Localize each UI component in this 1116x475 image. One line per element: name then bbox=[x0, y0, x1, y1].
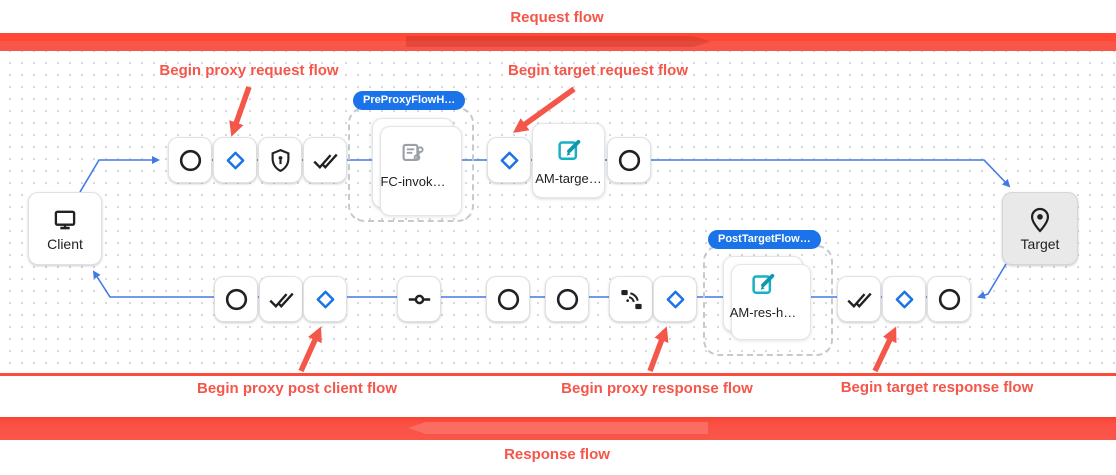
policy-card-label: FC-invok… bbox=[380, 173, 446, 189]
done-all-icon bbox=[846, 292, 872, 308]
assign-message-icon bbox=[557, 140, 580, 160]
request-direction-arrow-icon bbox=[406, 36, 711, 47]
policy-card-am-target[interactable]: AM-targe… bbox=[532, 123, 605, 198]
done-all-icon bbox=[268, 292, 294, 308]
step-node-circle[interactable] bbox=[545, 276, 589, 322]
diamond-icon bbox=[500, 151, 518, 169]
wireless-signal-icon bbox=[620, 289, 642, 309]
step-node-circle[interactable] bbox=[607, 137, 651, 183]
diamond-icon bbox=[895, 290, 913, 308]
done-all-icon bbox=[312, 153, 338, 169]
assign-message-icon bbox=[752, 273, 775, 294]
client-label: Client bbox=[47, 235, 83, 252]
circle-icon bbox=[497, 288, 519, 310]
flow-marker-node-proxy-response[interactable] bbox=[653, 276, 697, 322]
diamond-icon bbox=[316, 290, 334, 308]
policy-card-label: AM-targe… bbox=[535, 171, 602, 186]
response-flow-banner bbox=[0, 417, 1116, 440]
shield-key-icon bbox=[271, 148, 289, 172]
target-endpoint-node[interactable]: Target bbox=[1002, 192, 1078, 265]
diamond-icon bbox=[226, 151, 244, 169]
step-node-circle[interactable] bbox=[168, 137, 212, 183]
annotation-begin-target-response: Begin target response flow bbox=[840, 379, 1034, 396]
target-label: Target bbox=[1020, 235, 1060, 252]
circle-icon bbox=[556, 288, 578, 310]
double-check-step-node[interactable] bbox=[259, 276, 303, 322]
commit-icon bbox=[408, 294, 430, 304]
security-step-node[interactable] bbox=[258, 137, 302, 183]
step-node-circle[interactable] bbox=[927, 276, 971, 322]
double-check-step-node[interactable] bbox=[303, 137, 347, 183]
post-target-flow-badge[interactable]: PostTargetFlow… bbox=[708, 230, 821, 249]
flow-marker-node-target-request[interactable] bbox=[487, 137, 531, 183]
pre-proxy-flow-badge[interactable]: PreProxyFlowH… bbox=[353, 91, 466, 110]
flow-marker-node-target-response[interactable] bbox=[882, 276, 926, 322]
flow-marker-node-proxy-request[interactable] bbox=[213, 137, 257, 183]
circle-icon bbox=[179, 149, 201, 171]
diamond-icon bbox=[666, 290, 684, 308]
step-node-circle[interactable] bbox=[214, 276, 258, 322]
request-flow-banner-label: Request flow bbox=[510, 9, 604, 26]
policy-card-am-response[interactable]: AM-res-h… bbox=[723, 256, 811, 340]
client-monitor-icon bbox=[54, 210, 76, 229]
annotation-begin-target-request: Begin target request flow bbox=[507, 62, 689, 79]
flow-editor-canvas[interactable] bbox=[0, 51, 1116, 373]
canvas-bottom-red-line bbox=[0, 373, 1116, 376]
wireless-step-node[interactable] bbox=[609, 276, 653, 322]
client-endpoint-node[interactable]: Client bbox=[28, 192, 102, 265]
target-pin-icon bbox=[1030, 207, 1050, 233]
flow-marker-node-post-client[interactable] bbox=[303, 276, 347, 322]
double-check-step-node[interactable] bbox=[837, 276, 881, 322]
commit-step-node[interactable] bbox=[397, 276, 441, 322]
circle-icon bbox=[225, 288, 247, 310]
flow-callout-icon bbox=[402, 143, 424, 161]
step-node-circle[interactable] bbox=[486, 276, 530, 322]
circle-icon bbox=[938, 288, 960, 310]
annotation-begin-proxy-request: Begin proxy request flow bbox=[159, 62, 339, 79]
response-direction-arrow-icon bbox=[408, 422, 708, 434]
request-flow-banner bbox=[0, 33, 1116, 51]
policy-card-label: AM-res-h… bbox=[729, 304, 797, 320]
annotation-begin-proxy-post-client: Begin proxy post client flow bbox=[196, 380, 398, 397]
annotation-begin-proxy-response: Begin proxy response flow bbox=[561, 380, 753, 397]
policy-card-fc-invoke[interactable]: FC-invok… bbox=[372, 118, 462, 216]
circle-icon bbox=[618, 149, 640, 171]
response-flow-banner-label: Response flow bbox=[504, 446, 610, 463]
